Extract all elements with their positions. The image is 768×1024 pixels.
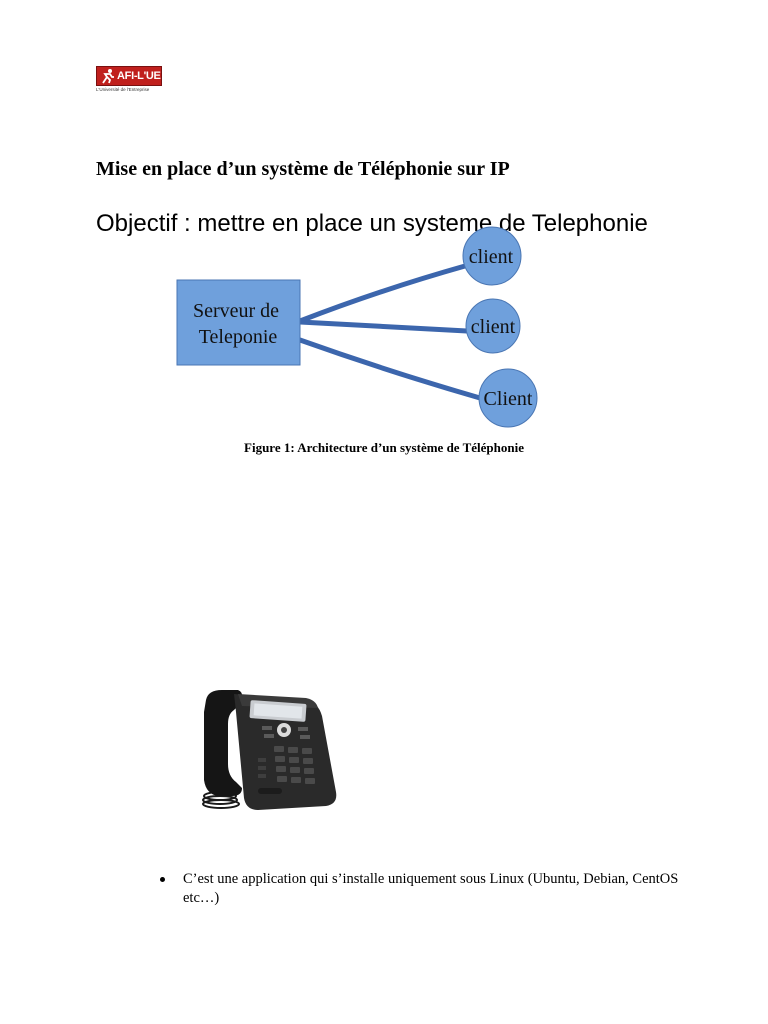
- client-label: client: [471, 316, 516, 338]
- runner-icon: [102, 69, 114, 84]
- logo-badge: AFI-L'UE: [96, 66, 162, 86]
- logo-tagline: L'Université de l'Entreprise: [96, 87, 150, 92]
- diagram-heading: Objectif : mettre en place un systeme de…: [96, 210, 648, 237]
- client-node: Client: [478, 368, 538, 428]
- client-label: Client: [484, 388, 533, 410]
- client-label: client: [469, 246, 514, 268]
- client-node: client: [462, 226, 522, 286]
- bullet-text: C’est une application qui s’installe uni…: [183, 871, 679, 906]
- connector-client-3: [297, 337, 483, 401]
- client-node: client: [465, 298, 521, 354]
- server-label-line1: Serveur de: [193, 300, 279, 322]
- server-node: Serveur de Teleponie: [176, 279, 301, 366]
- bullet-list: C’est une application qui s’installe uni…: [150, 870, 680, 908]
- bullet-item: C’est une application qui s’installe uni…: [150, 870, 680, 908]
- connectors: [297, 263, 483, 401]
- connector-client-2: [297, 319, 470, 334]
- connector-client-1: [297, 263, 468, 324]
- ip-desk-phone-icon: [198, 672, 342, 824]
- figure-caption: Figure 1: Architecture d’un système de T…: [244, 440, 524, 455]
- architecture-diagram: Objectif : mettre en place un systeme de…: [96, 210, 648, 428]
- server-label-line2: Teleponie: [199, 326, 278, 348]
- company-logo: AFI-L'UE L'Université de l'Entreprise: [96, 66, 162, 94]
- bullet-dot: [160, 877, 165, 882]
- logo-brand-text: AFI-L'UE: [117, 70, 161, 82]
- document-title: Mise en place d’un système de Téléphonie…: [96, 158, 510, 180]
